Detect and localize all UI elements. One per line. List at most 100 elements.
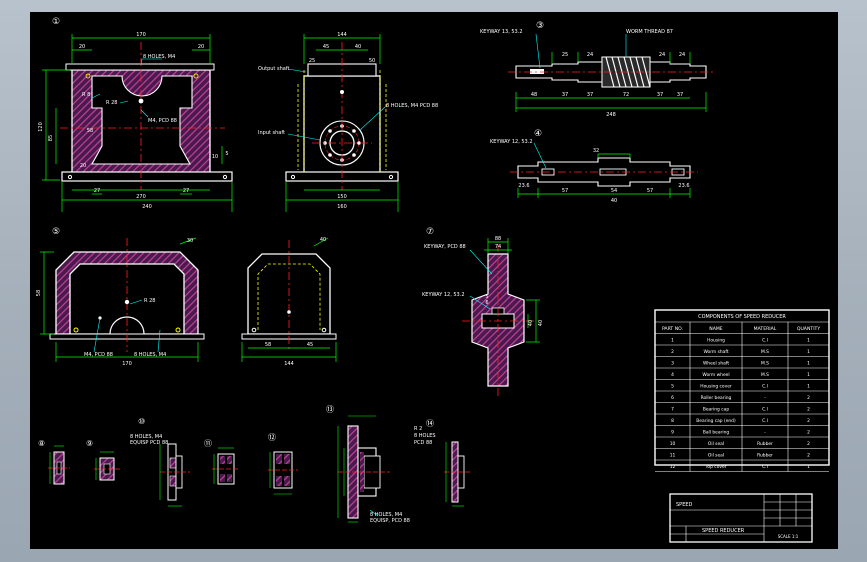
callout-seal-r: R 2 — [414, 426, 422, 432]
table-cell: 12 — [670, 464, 676, 470]
table-cell: Oil seal — [708, 452, 724, 458]
view-tag-bearing-cap: ⑩ — [138, 417, 145, 426]
dim-worm-1: 37 — [562, 92, 568, 98]
view-small-parts: ⑧ ⑨ ⑩ 8 HOLES, M4 EQUISP PCD 88 ⑪ ⑫ — [38, 405, 472, 524]
dim-front-11: 58 — [87, 128, 93, 134]
dim-worm-5: 37 — [677, 92, 683, 98]
dim-shaft-4: 54 — [611, 188, 617, 194]
table-cell: 7 — [671, 406, 674, 412]
table-cell: Top cover — [704, 464, 726, 470]
callout-small-holes: 8 HOLES, M4 — [130, 434, 162, 440]
dim-worm-0: 48 — [531, 92, 537, 98]
dim-gear-4: 40 — [538, 320, 544, 326]
dim-cover-5: 45 — [307, 342, 313, 348]
table-cell: - — [764, 430, 766, 435]
dim-gear-0: 88 — [495, 236, 501, 242]
housing-cavity — [91, 75, 193, 165]
dim-front-0: 170 — [136, 32, 146, 38]
view-tag-gear: ⑦ — [426, 227, 434, 237]
table-cell: Ball bearing — [703, 429, 730, 435]
table-cell: 5 — [671, 383, 674, 389]
table-cell: 1 — [807, 349, 810, 355]
dim-front-3: 240 — [142, 204, 152, 210]
view-tag-seal: ⑭ — [426, 419, 434, 428]
dim-front-6: 27 — [183, 188, 189, 194]
table-cell: Housing cover — [700, 383, 732, 389]
table-header-cell: PART NO. — [662, 326, 683, 332]
callout-side-holes: 8 HOLES, M4 PCD 88 — [386, 103, 438, 109]
base-hole — [290, 174, 296, 180]
dim-side-0: 144 — [337, 32, 347, 38]
bolt-hole — [193, 73, 199, 79]
callout-front-r1: R 8 — [82, 92, 90, 98]
cover-side-hole — [251, 327, 257, 333]
view-tag-small4: ⑫ — [268, 433, 276, 442]
title-block-drawing: SPEED REDUCER — [702, 528, 745, 534]
title-block-name: SPEED — [676, 502, 693, 508]
title-block: SPEED SPEED REDUCER SCALE 1:1 — [669, 493, 813, 543]
table-header-cell: QUANTITY — [797, 326, 821, 332]
callout-gear-keyway1: KEYWAY, PCD 88 — [424, 244, 466, 250]
dim-cover-2: 30 — [187, 238, 193, 244]
table-cell: 8 — [671, 418, 674, 424]
table-cell: Worm wheel — [702, 372, 729, 378]
table-cell: C.I — [762, 464, 768, 470]
view-wheel-shaft: ④ 32 23.6 23.6 57 54 57 40 KEYWAY 12, 53… — [490, 129, 698, 204]
view-worm-shaft: ③ 48 37 37 72 37 37 248 25 — [480, 21, 716, 118]
housing-top-flange — [65, 63, 215, 71]
dim-side-2: 40 — [355, 44, 361, 50]
table-cell: 2 — [671, 349, 674, 355]
table-cell: 1 — [807, 337, 810, 343]
dim-side-5: 160 — [337, 204, 347, 210]
table-cell: M.S — [761, 372, 769, 378]
base-hole — [388, 174, 394, 180]
dim-front-12: 5 — [225, 151, 228, 157]
dim-worm-10: 24 — [679, 52, 685, 58]
table-cell: 1 — [807, 383, 810, 389]
dim-front-4: 270 — [136, 194, 146, 200]
callout-side-input: Input shaft — [258, 130, 285, 136]
dim-cover-4: 58 — [265, 342, 271, 348]
table-cell: 3 — [671, 360, 674, 366]
dim-shaft-5: 57 — [647, 188, 653, 194]
dim-gear-3: 6 — [485, 300, 488, 306]
table-grid — [655, 321, 829, 472]
table-cell: 9 — [671, 429, 674, 435]
view-cover-front: ⑤ 170 58 30 R 28 M4, PCD 88 8 HOL — [36, 227, 205, 367]
table-cell: Worm shaft — [703, 349, 728, 355]
dim-worm-2: 37 — [587, 92, 593, 98]
table-cell: Oil seal — [708, 441, 724, 447]
base-hole — [67, 174, 73, 180]
callout-gear-keyway2: KEYWAY 12, 53.2 — [422, 292, 465, 298]
view-housing-front: ① 170 — [38, 17, 233, 212]
dim-front-9: 120 — [38, 122, 44, 132]
dim-front-1: 20 — [79, 44, 85, 50]
dim-front-2: 20 — [198, 44, 204, 50]
callout-front-r2: R 28 — [106, 100, 117, 106]
table-cell: Rubber — [757, 441, 773, 447]
dim-side-4: 50 — [369, 58, 375, 64]
view-tag-worm: ③ — [536, 21, 544, 31]
table-cell: C.I — [762, 383, 768, 389]
dim-cover-1: 58 — [36, 290, 42, 296]
table-cell: M.S — [761, 349, 769, 355]
components-table: COMPONENTS OF SPEED REDUCER PART NO.NAME… — [654, 309, 830, 472]
view-tag-front: ① — [52, 17, 60, 27]
table-cell: 6 — [671, 395, 674, 401]
housing-base — [61, 171, 233, 182]
callout-cover-thread: 8 HOLES, M4 — [134, 352, 166, 358]
drawing-sheet: ① 170 — [30, 12, 838, 549]
dim-cover-3: 144 — [284, 361, 294, 367]
callout-cover-hole: M4, PCD 88 — [84, 352, 113, 358]
table-cell: Housing — [707, 337, 725, 343]
cover-hole — [175, 327, 181, 333]
dim-shaft-2: 23.6 — [678, 183, 689, 189]
view-cover-side: 144 58 45 40 — [241, 237, 337, 367]
dim-shaft-0: 32 — [593, 148, 599, 154]
callout-worm-title: WORM THREAD 87 — [626, 29, 673, 35]
table-header-cell: NAME — [709, 326, 723, 332]
table-cell: Roller bearing — [701, 395, 732, 401]
table-cell: Bearing cap (end) — [696, 418, 736, 424]
table-cell: 2 — [807, 406, 810, 412]
callout-seal-eq: PCD 88 — [414, 440, 432, 446]
